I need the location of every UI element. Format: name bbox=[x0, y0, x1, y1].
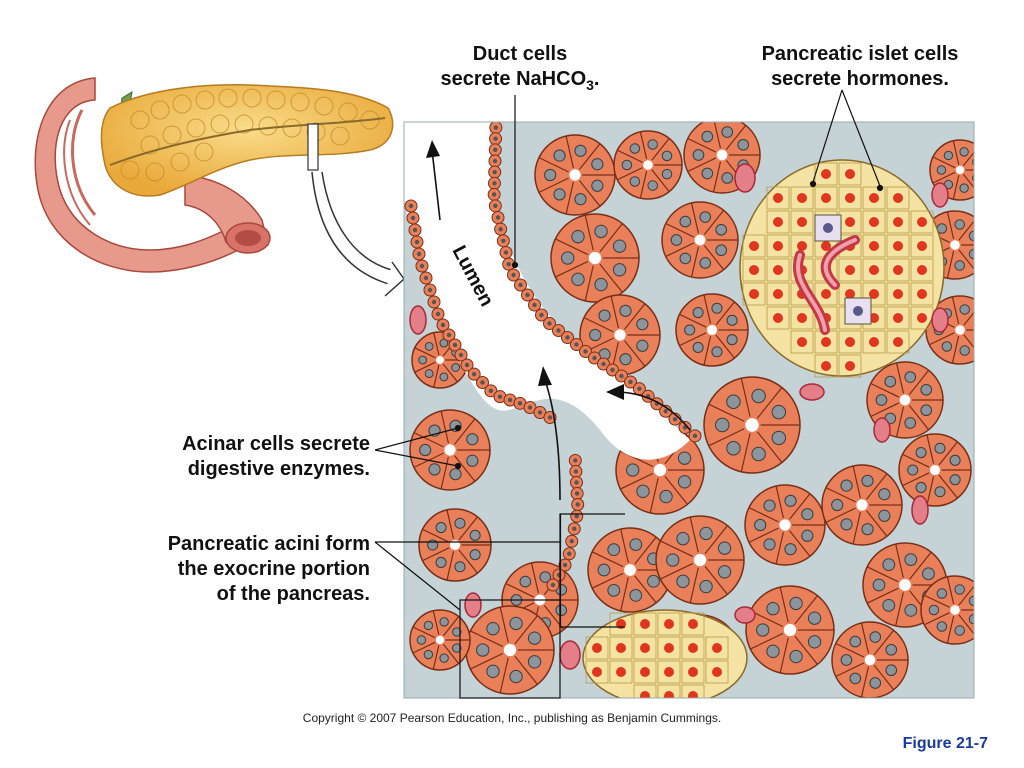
islet-label-line1: Pancreatic islet cells bbox=[761, 43, 959, 65]
whole-pancreas-illustration bbox=[34, 77, 405, 297]
acinus bbox=[587, 527, 673, 613]
acinus bbox=[675, 293, 749, 367]
acinus bbox=[898, 433, 972, 507]
acinus bbox=[534, 134, 616, 216]
acinus bbox=[613, 130, 683, 200]
duct-label-line2: secrete NaHCO3. bbox=[440, 68, 600, 93]
acinus bbox=[465, 605, 555, 695]
islet-layer bbox=[582, 159, 945, 698]
acinus bbox=[831, 621, 909, 698]
figure-number: Figure 21-7 bbox=[902, 735, 988, 752]
acinus bbox=[655, 515, 745, 605]
acini-label: Pancreatic acini form the exocrine porti… bbox=[120, 532, 370, 607]
copyright-text: Copyright © 2007 Pearson Education, Inc.… bbox=[302, 711, 722, 725]
acinar-label-line2: digestive enzymes. bbox=[187, 458, 370, 480]
leader-lines bbox=[374, 89, 884, 699]
pancreas-body bbox=[100, 84, 394, 197]
acini-label-line2: the exocrine portion bbox=[177, 558, 370, 580]
pancreatic-islet bbox=[739, 159, 945, 378]
acinus bbox=[703, 376, 801, 474]
blood-vessel bbox=[734, 606, 756, 624]
blood-vessel bbox=[734, 163, 756, 193]
blood-vessel bbox=[409, 305, 427, 335]
acini-label-line1: Pancreatic acini form bbox=[167, 533, 370, 555]
acinus bbox=[409, 409, 491, 491]
blood-vessel bbox=[873, 417, 891, 443]
acinar-cells-label: Acinar cells secrete digestive enzymes. bbox=[120, 432, 370, 482]
duct-label-line1: Duct cells bbox=[472, 43, 568, 65]
blood-vessel bbox=[799, 383, 825, 401]
acini-layer bbox=[409, 122, 974, 698]
islet-cells-label: Pancreatic islet cells secrete hormones. bbox=[735, 42, 985, 92]
acinus bbox=[745, 585, 835, 675]
blood-vessel bbox=[911, 495, 929, 525]
histology-panel bbox=[404, 122, 974, 698]
blood-vessel bbox=[931, 182, 949, 208]
duct-cells-label: Duct cells secrete NaHCO3. bbox=[405, 42, 635, 98]
acinus bbox=[744, 484, 826, 566]
acinus bbox=[550, 213, 640, 303]
acinus bbox=[920, 575, 974, 645]
blood-vessels bbox=[409, 163, 949, 670]
acinus bbox=[661, 201, 739, 279]
acinus bbox=[409, 609, 471, 671]
blood-vessel bbox=[559, 640, 581, 670]
acini-label-line3: of the pancreas. bbox=[216, 583, 370, 605]
pancreatic-islet bbox=[582, 609, 748, 698]
blood-vessel bbox=[464, 592, 482, 618]
islet-label-line2: secrete hormones. bbox=[771, 68, 949, 90]
duct-epithelium bbox=[404, 122, 702, 592]
acinus bbox=[821, 464, 903, 546]
acinar-label-line1: Acinar cells secrete bbox=[182, 433, 370, 455]
blood-vessel bbox=[931, 307, 949, 333]
duodenum bbox=[34, 77, 240, 273]
acinus bbox=[418, 508, 492, 582]
